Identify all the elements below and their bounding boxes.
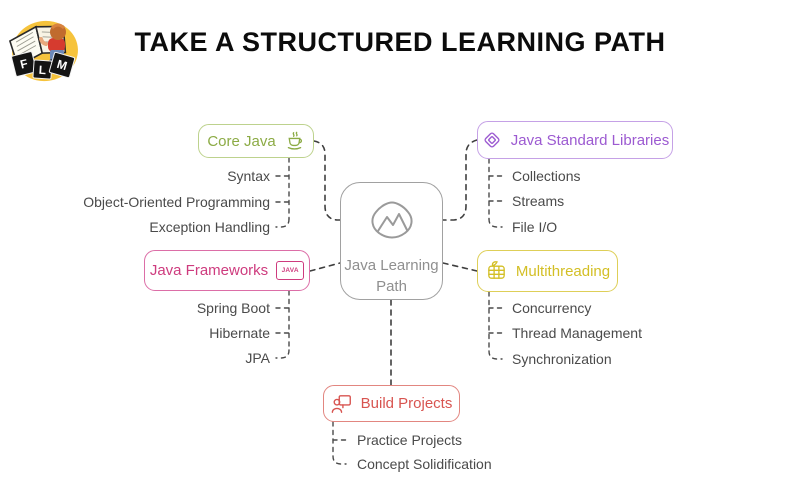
threads-barrel-icon <box>485 260 508 282</box>
build-projects-children-connector <box>332 421 347 465</box>
node-java-standard-libraries: Java Standard Libraries <box>477 121 673 159</box>
topic-hibernate: Hibernate <box>209 325 270 341</box>
java-badge-icon: JAVA <box>276 261 305 280</box>
frameworks-children-connector <box>275 290 290 359</box>
topic-syntax: Syntax <box>227 168 270 184</box>
topic-concept-solidification: Concept Solidification <box>357 456 492 472</box>
diamond-icon <box>481 129 503 151</box>
node-java-frameworks: Java Frameworks JAVA <box>144 250 310 291</box>
connector-std-libraries-to-center <box>442 139 478 221</box>
node-java-standard-libraries-label: Java Standard Libraries <box>510 131 670 149</box>
topic-jpa: JPA <box>245 350 270 366</box>
node-java-frameworks-label: Java Frameworks <box>149 262 269 279</box>
node-multithreading-label: Multithreading <box>515 262 611 280</box>
connector-frameworks-to-center <box>309 262 341 272</box>
core-java-children-connector <box>275 157 290 228</box>
topic-spring-boot: Spring Boot <box>196 300 270 316</box>
topic-thread-management: Thread Management <box>512 325 642 341</box>
connector-core-java-to-center <box>313 140 341 221</box>
node-core-java: Core Java <box>198 124 314 158</box>
presenter-icon <box>331 393 353 415</box>
mountain-icon <box>369 199 415 246</box>
topic-streams: Streams <box>512 193 565 209</box>
node-core-java-label: Core Java <box>207 132 276 150</box>
center-node-java-learning-path: Java Learning Path <box>340 182 443 300</box>
topic-concurrency: Concurrency <box>512 300 592 316</box>
connector-center-to-multithreading <box>442 262 478 272</box>
topic-object-oriented-programming: Object-Oriented Programming <box>83 194 270 210</box>
multithreading-children-connector <box>488 291 503 360</box>
center-node-label: Java Learning Path <box>344 257 439 295</box>
topic-synchronization: Synchronization <box>512 351 612 367</box>
topic-file-io: File I/O <box>512 219 558 235</box>
node-build-projects: Build Projects <box>323 385 460 422</box>
topic-collections: Collections <box>512 168 581 184</box>
topic-practice-projects: Practice Projects <box>357 432 463 448</box>
java-cup-icon <box>284 131 305 152</box>
page-title: TAKE A STRUCTURED LEARNING PATH <box>134 27 666 57</box>
std-libraries-children-connector <box>488 158 503 228</box>
node-multithreading: Multithreading <box>477 250 618 292</box>
flm-logo: F L M <box>4 6 82 86</box>
node-build-projects-label: Build Projects <box>360 395 453 412</box>
topic-exception-handling: Exception Handling <box>149 219 270 235</box>
